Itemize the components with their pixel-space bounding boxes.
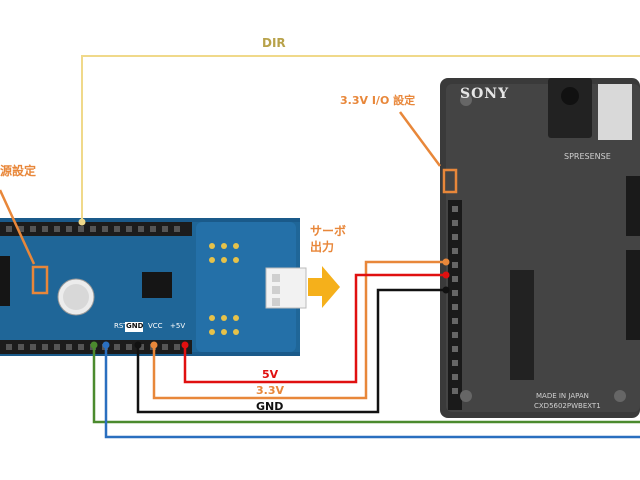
capacitor bbox=[57, 278, 95, 316]
io-setting-pointer bbox=[398, 111, 442, 167]
power-setting-box bbox=[31, 265, 49, 295]
spresense-label: SPRESENSE bbox=[564, 152, 611, 161]
servo-output-label-line1: サーボ bbox=[310, 224, 347, 238]
left-rst-marking: RST bbox=[114, 322, 128, 330]
left-vcc-marking: VCC bbox=[148, 322, 163, 330]
power-setting-pointer bbox=[0, 189, 36, 265]
part-number-label: CXD5602PWBEXT1 bbox=[534, 402, 601, 410]
io-setting-label: 3.3V I/O 設定 bbox=[340, 94, 416, 107]
io-setting-box bbox=[442, 168, 458, 194]
left-5v-marking: +5V bbox=[170, 322, 186, 330]
wire-gnd bbox=[136, 288, 446, 414]
wire-blue bbox=[104, 345, 640, 439]
power-setting-label: 源設定 bbox=[0, 164, 37, 178]
wire-5v-label: 5V bbox=[262, 368, 279, 381]
wire-dir bbox=[81, 55, 640, 222]
left-chip bbox=[0, 256, 10, 306]
right-board bbox=[440, 78, 640, 418]
wire-3v3-label: 3.3V bbox=[256, 384, 284, 397]
sony-brand: SONY bbox=[460, 86, 510, 102]
servo-output-arrow bbox=[308, 266, 340, 308]
board-connector bbox=[510, 270, 534, 380]
microsd-slot bbox=[598, 84, 632, 140]
wire-5v bbox=[183, 273, 446, 384]
wire-gnd-label: GND bbox=[256, 400, 284, 413]
wire-3v3 bbox=[152, 260, 446, 400]
pin-dots bbox=[78, 218, 450, 349]
made-in-japan-label: MADE IN JAPAN bbox=[536, 392, 589, 400]
dir-label: DIR bbox=[262, 36, 286, 50]
servo-connector bbox=[265, 267, 307, 309]
wires bbox=[81, 55, 640, 439]
driver-chip bbox=[142, 272, 172, 298]
left-gnd-marking: GND bbox=[126, 322, 144, 330]
audio-jack bbox=[548, 78, 592, 138]
left-board bbox=[0, 218, 307, 356]
wire-green bbox=[92, 345, 640, 424]
servo-output-label-line2: 出力 bbox=[310, 240, 335, 254]
